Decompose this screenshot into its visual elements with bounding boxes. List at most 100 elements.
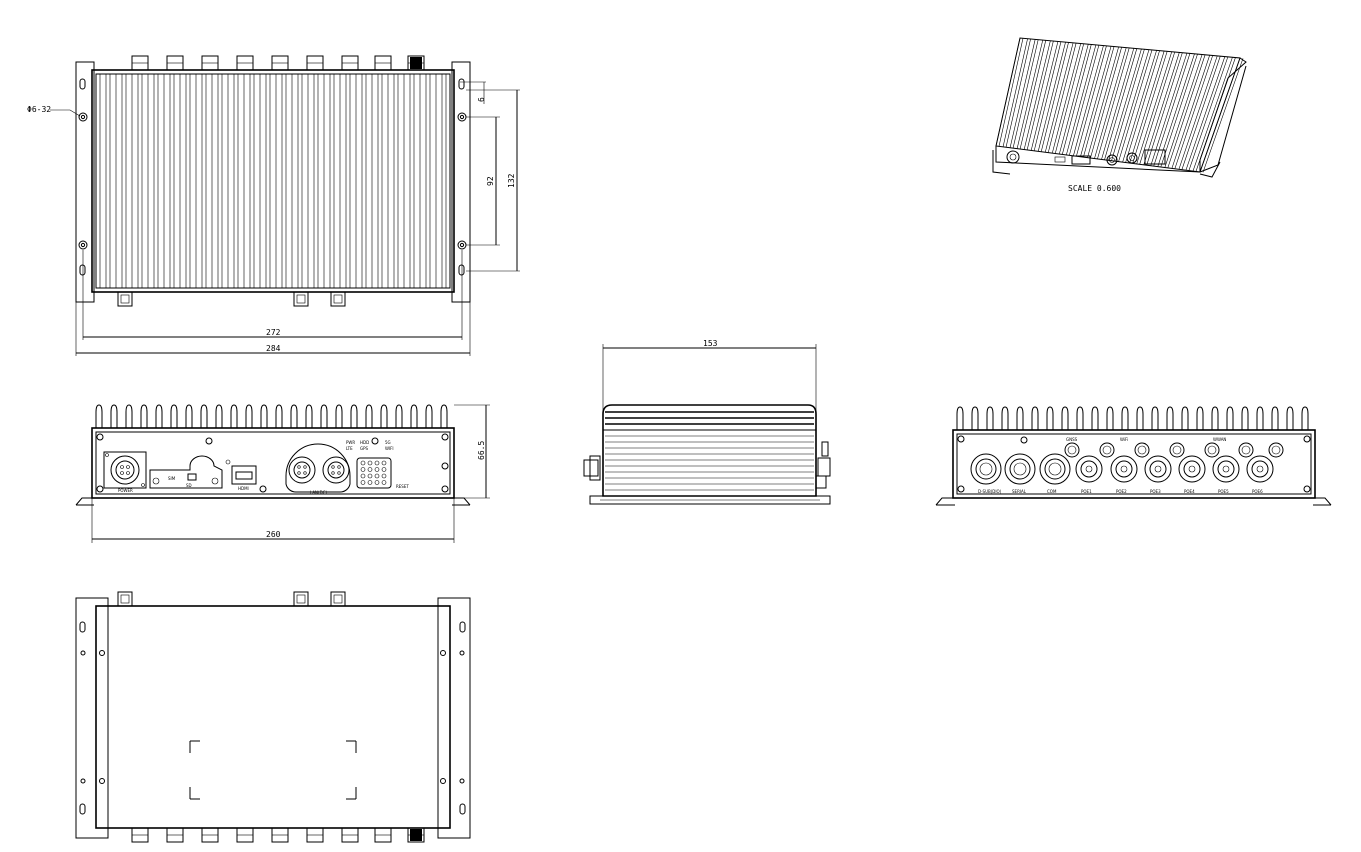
power-connector: POWER (103, 451, 147, 493)
antenna-connector (1099, 442, 1115, 458)
led-gps: GPS (360, 446, 369, 451)
fin (1076, 406, 1084, 430)
rear-connector (1178, 455, 1206, 483)
front-dimensions: 66.5 260 (91, 404, 490, 543)
fin (147, 73, 155, 289)
heatsink-fins (99, 73, 447, 289)
fin (971, 406, 979, 430)
rear-connector (1004, 453, 1036, 485)
fin (1016, 406, 1024, 430)
led-panel: RESET PWR HDD LTE GPS 5G WIFI (346, 440, 409, 489)
dim-132: 132 (507, 173, 516, 188)
fin (1151, 406, 1159, 430)
antenna-connector (1169, 442, 1185, 458)
hole-callout: Φ6-32 (27, 105, 81, 117)
fin (1091, 406, 1099, 430)
lan-connectors: LAN(DC) (285, 443, 351, 495)
front-view: POWER SIM SD HDMI LAN(DC) (75, 404, 490, 543)
rear-connector-label: POE3 (1150, 489, 1161, 494)
led-lte: LTE (346, 446, 353, 451)
iso-ports (1006, 149, 1166, 166)
fin (1256, 406, 1264, 430)
fin (215, 404, 223, 428)
antenna-connector (1064, 442, 1080, 458)
fin (155, 404, 163, 428)
wwan-label: WWAN (1213, 437, 1226, 442)
rear-connector-label: SERIAL (1012, 489, 1027, 494)
fin (307, 73, 315, 289)
fin (371, 73, 379, 289)
rear-connector-label: POE4 (1184, 489, 1195, 494)
fin (259, 73, 267, 289)
iso-view: SCALE 0.600 (992, 37, 1247, 193)
led-5g: 5G (385, 440, 391, 445)
top-view: Φ6-32 132 92 6 272 284 (27, 55, 520, 356)
fin (305, 404, 313, 428)
right-bracket (451, 61, 471, 303)
fin (243, 73, 251, 289)
fin (986, 406, 994, 430)
wifi-label: WiFi (1120, 437, 1128, 442)
fin (365, 404, 373, 428)
dim-153: 153 (703, 339, 718, 348)
label-area (189, 740, 357, 800)
power-label: POWER (118, 488, 133, 493)
rear-connector (1246, 455, 1274, 483)
fin (140, 404, 148, 428)
mount-hole (78, 78, 467, 276)
sim-sd-slot: SIM SD (149, 455, 223, 489)
fin (195, 73, 203, 289)
sd-label: SD (186, 483, 192, 488)
side-fins (603, 411, 816, 491)
antenna-connector (1134, 442, 1150, 458)
fin (179, 73, 187, 289)
fin (419, 73, 427, 289)
bottom-holes (79, 621, 466, 815)
fin (260, 404, 268, 428)
fin (1121, 406, 1129, 430)
dim-284: 284 (266, 344, 281, 353)
rear-connector-label: POE6 (1252, 489, 1263, 494)
fin (115, 73, 123, 289)
lan-label: LAN(DC) (310, 490, 327, 495)
antenna-connector (1204, 442, 1220, 458)
fin (200, 404, 208, 428)
rear-connector-label: POE2 (1116, 489, 1127, 494)
fin (440, 404, 448, 428)
fin (245, 404, 253, 428)
fin (125, 404, 133, 428)
side-view: 153 (583, 339, 831, 505)
reset-label: RESET (396, 484, 409, 489)
hole-callout-text: Φ6-32 (27, 105, 51, 114)
fin (1226, 406, 1234, 430)
dim-66-5: 66.5 (477, 441, 486, 460)
fin (1061, 406, 1069, 430)
fin (275, 404, 283, 428)
fin (1241, 406, 1249, 430)
fin (395, 404, 403, 428)
fin (227, 73, 235, 289)
fin (95, 404, 103, 428)
fin (425, 404, 433, 428)
led-hdd: HDD (360, 440, 369, 445)
sim-label: SIM (168, 476, 176, 481)
rear-body (952, 429, 1316, 499)
front-fins (95, 404, 448, 428)
fin (335, 404, 343, 428)
fin (291, 73, 299, 289)
fin (1166, 406, 1174, 430)
led-wifi: WIFI (385, 446, 394, 451)
dim-92: 92 (486, 176, 495, 186)
fin (435, 73, 443, 289)
bottom-view (75, 591, 471, 843)
rear-connector (1075, 455, 1103, 483)
fin (403, 73, 411, 289)
fin (339, 73, 347, 289)
rear-antennas (1064, 442, 1284, 458)
horizontal-dimensions: 272 284 (75, 250, 471, 356)
fin (1196, 406, 1204, 430)
bottom-view-connectors-bottom (131, 827, 425, 843)
front-screws (96, 433, 449, 493)
